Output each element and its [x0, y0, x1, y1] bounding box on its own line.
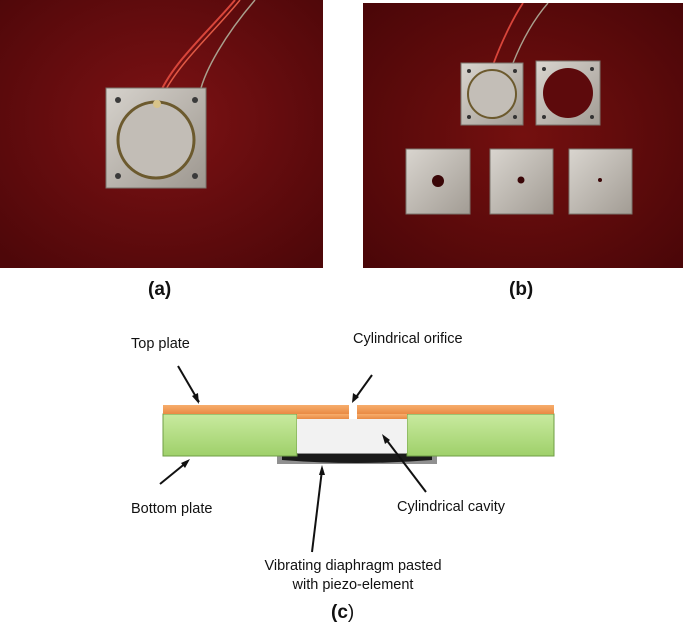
caption-b: (b)	[509, 279, 534, 300]
cavity-arrow	[384, 437, 427, 493]
bottom-plate-right	[406, 413, 555, 457]
photo-assembled-actuator	[0, 0, 323, 268]
top-plate-right	[357, 405, 554, 414]
top-plate-step-left	[297, 414, 349, 419]
caption-c-letter: (c	[331, 602, 348, 623]
orifice-hole	[517, 176, 525, 184]
cylindrical-cavity	[297, 419, 407, 453]
red-wire	[163, 0, 241, 94]
top-plate-label: Top plate	[131, 336, 190, 352]
gray-wire	[512, 3, 549, 64]
piezo-ring	[467, 69, 517, 119]
top-plate-step-right	[357, 414, 407, 419]
cylindrical-orifice-label: Cylindrical orifice	[353, 331, 463, 347]
diaphragm-label-line2: with piezo-element	[292, 577, 414, 593]
diaphragm-label: Vibrating diaphragm pasted with piezo-el…	[250, 557, 456, 595]
cavity-opening	[543, 68, 593, 118]
top-plate-left	[163, 405, 349, 414]
photo-disassembled-parts	[363, 3, 683, 268]
red-wire	[159, 0, 236, 94]
screw-hole	[192, 173, 198, 179]
caption-c-paren: )	[347, 602, 355, 623]
red-wire	[492, 3, 524, 66]
actuator-cross-section-schematic	[159, 365, 555, 553]
red-cloth-background	[363, 3, 683, 268]
caption-c: (c)	[331, 602, 354, 624]
caption-a: (a)	[148, 279, 172, 300]
bottom-plate-label: Bottom plate	[131, 501, 213, 517]
orifice-hole	[432, 175, 444, 187]
screw-hole	[115, 97, 121, 103]
screw-hole	[192, 97, 198, 103]
screw-hole	[115, 173, 121, 179]
diaphragm-arrow	[311, 469, 323, 553]
gray-wire	[199, 0, 256, 93]
piezo-ring	[116, 100, 196, 180]
vibrating-diaphragm	[282, 454, 432, 463]
cylindrical-cavity-label: Cylindrical cavity	[397, 499, 505, 515]
diaphragm-label-line1: Vibrating diaphragm pasted	[264, 558, 442, 574]
bottom-plate-left	[162, 413, 298, 457]
bottom-plate-arrow	[159, 461, 188, 485]
orifice-hole	[598, 178, 602, 182]
